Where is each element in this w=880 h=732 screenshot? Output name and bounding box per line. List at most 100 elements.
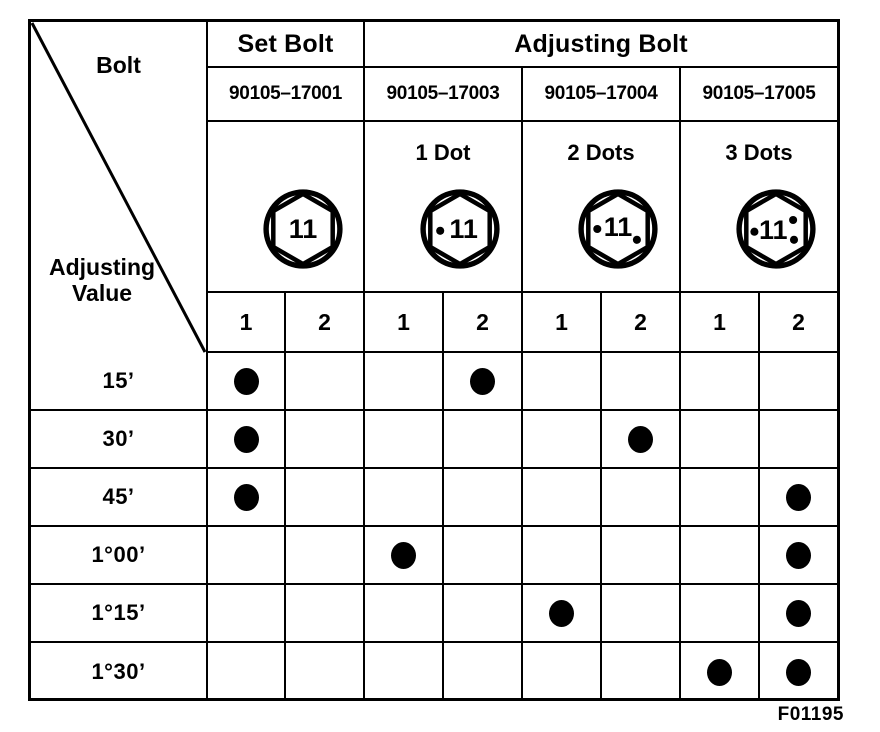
mark-cell-r5-c6[interactable] [679,643,758,701]
row-label-text: 15’ [102,368,135,394]
sub-column-header-5: 2 [600,293,679,353]
mark-cell-r2-c5[interactable] [600,469,679,527]
mark-cell-r1-c6[interactable] [679,411,758,469]
bolt-head-2-dots-svg: 11 [578,189,658,269]
mark-cell-r5-c5[interactable] [600,643,679,701]
mark-cell-r5-c2[interactable] [363,643,442,701]
mark-cell-r1-c4[interactable] [521,411,600,469]
mark-cell-r4-c1[interactable] [284,585,363,643]
mark-cell-r3-c0[interactable] [206,527,284,585]
bolt-head-icon-0: 11 [258,184,348,279]
bolt-head-icon-1: 11 [415,184,505,279]
row-label-text: 1°30’ [91,659,146,685]
corner-adjusting-value-line1: Adjusting [49,254,156,280]
bolt-illustration-cell-1: 1 Dot 11 [363,122,521,293]
mark-cell-r0-c3[interactable] [442,353,521,411]
mark-cell-r3-c1[interactable] [284,527,363,585]
mark-cell-r0-c2[interactable] [363,353,442,411]
mark-cell-r3-c5[interactable] [600,527,679,585]
row-label-0: 15’ [31,353,206,411]
mark-cell-r4-c3[interactable] [442,585,521,643]
row-label-5: 1°30’ [31,643,206,701]
mark-cell-r5-c1[interactable] [284,643,363,701]
bolt-illustration-cell-0: 11 [206,122,363,293]
mark-cell-r5-c4[interactable] [521,643,600,701]
mark-cell-r2-c3[interactable] [442,469,521,527]
row-label-3: 1°00’ [31,527,206,585]
row-label-4: 1°15’ [31,585,206,643]
corner-bolt-label: Bolt [96,52,141,78]
selection-dot-icon [391,541,416,569]
selection-dot-icon [470,367,495,395]
mark-cell-r0-c1[interactable] [284,353,363,411]
row-label-1: 30’ [31,411,206,469]
mark-cell-r0-c4[interactable] [521,353,600,411]
mark-cell-r1-c7[interactable] [758,411,837,469]
mark-cell-r2-c0[interactable] [206,469,284,527]
mark-cell-r2-c1[interactable] [284,469,363,527]
mark-cell-r5-c7[interactable] [758,643,837,701]
mark-cell-r3-c6[interactable] [679,527,758,585]
mark-cell-r3-c2[interactable] [363,527,442,585]
mark-cell-r3-c3[interactable] [442,527,521,585]
selection-dot-icon [549,599,574,627]
mark-cell-r1-c5[interactable] [600,411,679,469]
bolt-head-icon-2: 11 [573,184,663,279]
mark-cell-r0-c5[interactable] [600,353,679,411]
selection-dot-icon [786,483,811,511]
part-number-cell-1: 90105–17003 [363,68,521,122]
dot-label-3: 3 Dots [725,140,793,165]
svg-text:11: 11 [289,214,318,244]
mark-cell-r4-c0[interactable] [206,585,284,643]
mark-cell-r4-c7[interactable] [758,585,837,643]
row-label-2: 45’ [31,469,206,527]
dot-label-2: 2 Dots [567,140,635,165]
mark-cell-r2-c7[interactable] [758,469,837,527]
mark-cell-r2-c6[interactable] [679,469,758,527]
part-number-cell-3: 90105–17005 [679,68,837,122]
row-label-text: 30’ [102,426,135,452]
bolt-head-0-dots-svg: 11 [263,189,343,269]
bolt-adjusting-value-table: Bolt Adjusting Value Set Bolt Adjusting … [28,19,840,701]
sub-column-header-6: 1 [679,293,758,353]
sub-column-header-4: 1 [521,293,600,353]
mark-cell-r0-c0[interactable] [206,353,284,411]
selection-dot-icon [233,483,259,511]
mark-cell-r2-c4[interactable] [521,469,600,527]
svg-text:11: 11 [604,212,633,242]
selection-dot-icon [628,425,653,453]
dot-label-1: 1 Dot [415,140,471,165]
mark-cell-r3-c7[interactable] [758,527,837,585]
mark-cell-r0-c7[interactable] [758,353,837,411]
mark-cell-r1-c0[interactable] [206,411,284,469]
figure-code: F01195 [777,704,844,725]
mark-cell-r4-c4[interactable] [521,585,600,643]
group-header-adjusting-bolt: Adjusting Bolt [363,22,837,68]
mark-cell-r1-c1[interactable] [284,411,363,469]
group-header-set-bolt: Set Bolt [206,22,363,68]
sub-column-header-0: 1 [206,293,284,353]
row-label-text: 1°15’ [91,600,146,626]
corner-adjusting-value-label: Adjusting Value [49,254,155,307]
mark-cell-r2-c2[interactable] [363,469,442,527]
corner-adjusting-value-line2: Value [71,280,133,307]
selection-dot-icon [707,658,732,686]
part-number-cell-0: 90105–17001 [206,68,363,122]
mark-cell-r1-c2[interactable] [363,411,442,469]
mark-cell-r0-c6[interactable] [679,353,758,411]
mark-cell-r5-c3[interactable] [442,643,521,701]
mark-cell-r4-c5[interactable] [600,585,679,643]
mark-cell-r4-c2[interactable] [363,585,442,643]
selection-dot-icon [233,425,259,453]
mark-cell-r4-c6[interactable] [679,585,758,643]
bolt-head-icon-3: 11 [731,184,821,279]
selection-dot-icon [786,599,811,627]
selection-dot-icon [786,658,811,686]
svg-text:11: 11 [759,215,788,245]
mark-cell-r1-c3[interactable] [442,411,521,469]
mark-cell-r3-c4[interactable] [521,527,600,585]
mark-cell-r5-c0[interactable] [206,643,284,701]
bolt-head-3-dots-svg: 11 [736,189,816,269]
sub-column-header-2: 1 [363,293,442,353]
selection-dot-icon [233,367,259,395]
